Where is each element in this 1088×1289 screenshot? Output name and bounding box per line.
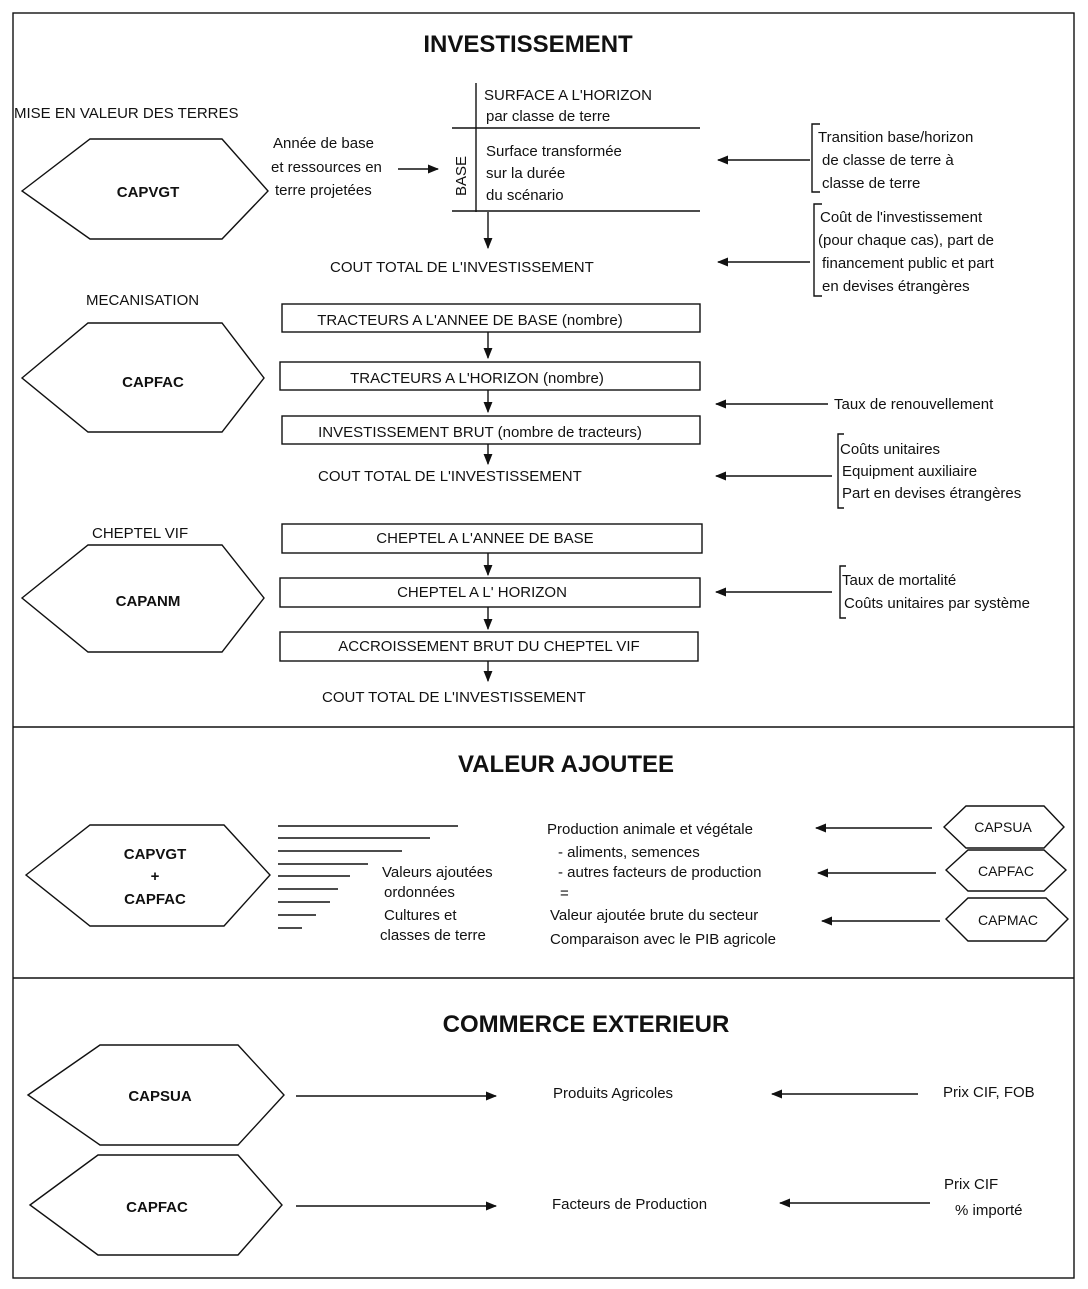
- land-right-note-1: de classe de terre à: [822, 152, 954, 169]
- va-production-text: Valeur ajoutée brute du secteur: [550, 907, 758, 924]
- land-mid-block: Surface transformée: [486, 143, 622, 160]
- note-bracket: [837, 433, 844, 509]
- mecanisation-box: [281, 415, 701, 445]
- cheptel-note: Taux de mortalité: [842, 572, 956, 589]
- mecanisation-cost-note: Part en devises étrangères: [842, 485, 1021, 502]
- capfac-hexagon: [28, 1154, 283, 1256]
- produits-agricoles-label: Produits Agricoles: [553, 1085, 673, 1102]
- mecanisation-cost-note: Equipment auxiliaire: [842, 463, 977, 480]
- section-title-commerce-exterieur: COMMERCE EXTERIEUR: [443, 1011, 730, 1038]
- capfac-small-hex-label: CAPFAC: [978, 863, 1034, 879]
- note-bracket: [813, 203, 822, 297]
- ranked-value-bars: [278, 825, 458, 929]
- cheptel-box: [279, 577, 701, 608]
- land-right-note-1: Transition base/horizon: [818, 129, 973, 146]
- va-production-text: Production animale et végétale: [547, 821, 753, 838]
- land-heading: MISE EN VALEUR DES TERRES: [14, 105, 239, 122]
- capvgt-hexagon: [20, 138, 269, 240]
- renewal-note: Taux de renouvellement: [834, 396, 994, 413]
- va-production-text: =: [560, 885, 569, 902]
- land-right-note-2: Coût de l'investissement: [820, 209, 983, 226]
- cheptel-box: [279, 631, 699, 662]
- mecanisation-box-label: TRACTEURS A L'ANNEE DE BASE (nombre): [317, 312, 622, 329]
- capsua-small-hex-label: CAPSUA: [974, 819, 1032, 835]
- mecanisation-heading: MECANISATION: [86, 292, 199, 309]
- cheptel-box-label: CHEPTEL A L' HORIZON: [397, 584, 567, 601]
- mecanisation-box: [279, 361, 701, 391]
- capvgt-hex-label: CAPVGT: [117, 184, 180, 201]
- mecanisation-total-cost: COUT TOTAL DE L'INVESTISSEMENT: [318, 468, 582, 485]
- va-production-text: - autres facteurs de production: [558, 864, 761, 881]
- land-left-note: terre projetées: [275, 182, 372, 199]
- land-right-note-1: classe de terre: [822, 175, 920, 192]
- cheptel-box-label: ACCROISSEMENT BRUT DU CHEPTEL VIF: [338, 638, 639, 655]
- cheptel-total-cost: COUT TOTAL DE L'INVESTISSEMENT: [322, 689, 586, 706]
- prix-cif-fob-label: Prix CIF, FOB: [943, 1084, 1035, 1101]
- cheptel-heading: CHEPTEL VIF: [92, 525, 188, 542]
- capmac-small-hex-label: CAPMAC: [978, 912, 1038, 928]
- cheptel-box-label: CHEPTEL A L'ANNEE DE BASE: [376, 530, 593, 547]
- land-top-block: SURFACE A L'HORIZON: [484, 87, 652, 104]
- facteurs-production-label: Facteurs de Production: [552, 1196, 707, 1213]
- mecanisation-box-label: INVESTISSEMENT BRUT (nombre de tracteurs…: [318, 424, 642, 441]
- land-left-note: Année de base: [273, 135, 374, 152]
- capsua-small-hexagon: [942, 805, 1065, 849]
- capfac-hex-label: CAPFAC: [122, 374, 184, 391]
- va-middle-text: Valeurs ajoutées: [382, 864, 493, 881]
- cheptel-note: Coûts unitaires par système: [844, 595, 1030, 612]
- prix-cif-label: Prix CIF: [944, 1176, 998, 1193]
- capfac-hex-label: CAPFAC: [126, 1199, 188, 1216]
- capsua-hex-label: CAPSUA: [128, 1088, 192, 1105]
- section-title-investissement: INVESTISSEMENT: [423, 31, 633, 58]
- land-right-note-2: en devises étrangères: [822, 278, 970, 295]
- mecanisation-box: [281, 303, 701, 333]
- capmac-small-hexagon: [944, 897, 1070, 942]
- capfac-hexagon: [20, 322, 265, 433]
- va-middle-text: classes de terre: [380, 927, 486, 944]
- capfac-small-hexagon: [944, 849, 1068, 892]
- land-top-block: par classe de terre: [486, 108, 610, 125]
- va-middle-text: Cultures et: [384, 907, 457, 924]
- va-hex-label: CAPFAC: [124, 891, 186, 908]
- note-bracket: [811, 123, 820, 193]
- va-hex-label: CAPVGT: [124, 846, 187, 863]
- va-middle-text: ordonnées: [384, 884, 455, 901]
- va-production-text: Comparaison avec le PIB agricole: [550, 931, 776, 948]
- mecanisation-box-label: TRACTEURS A L'HORIZON (nombre): [350, 370, 604, 387]
- note-bracket: [839, 565, 846, 619]
- base-label: BASE: [453, 156, 470, 196]
- section-title-valeur-ajoutee: VALEUR AJOUTEE: [458, 751, 674, 778]
- cheptel-box: [281, 523, 703, 554]
- land-mid-block: du scénario: [486, 187, 564, 204]
- capanm-hexagon: [20, 544, 265, 653]
- va-production-text: - aliments, semences: [558, 844, 700, 861]
- land-right-note-2: financement public et part: [822, 255, 995, 272]
- land-total-cost: COUT TOTAL DE L'INVESTISSEMENT: [330, 259, 594, 276]
- capvgt-capfac-hexagon: [24, 824, 271, 927]
- va-hex-label: +: [151, 868, 160, 885]
- pct-importe-label: % importé: [955, 1202, 1023, 1219]
- land-mid-block: sur la durée: [486, 165, 565, 182]
- outer-frame: [12, 12, 1075, 1279]
- capanm-hex-label: CAPANM: [116, 593, 181, 610]
- mecanisation-cost-note: Coûts unitaires: [840, 441, 940, 458]
- capsua-hexagon: [26, 1044, 285, 1146]
- land-left-note: et ressources en: [271, 159, 382, 176]
- land-right-note-2: (pour chaque cas), part de: [818, 232, 994, 249]
